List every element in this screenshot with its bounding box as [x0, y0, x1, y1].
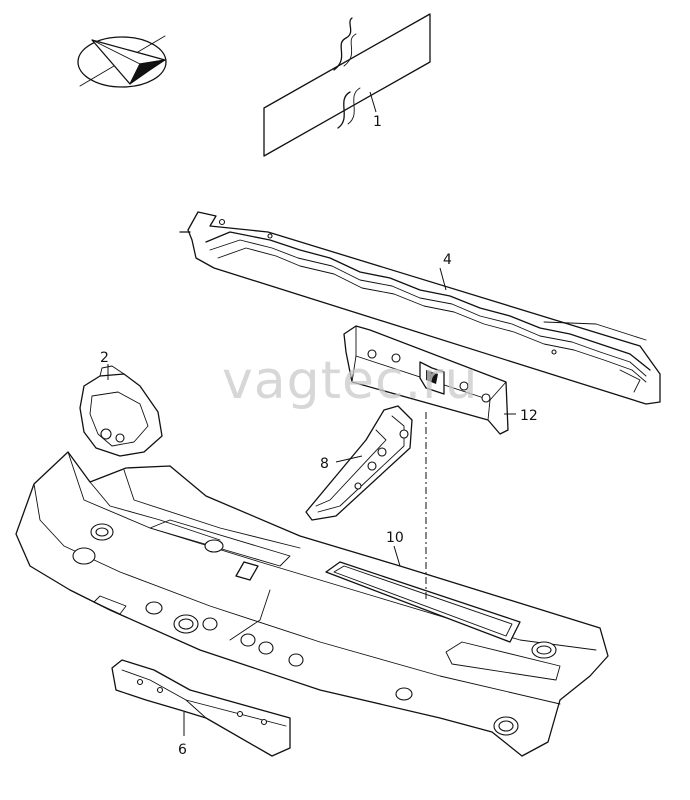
- paper-plane-icon: [77, 35, 167, 88]
- callout-10: 10: [386, 530, 404, 546]
- callout-12: 12: [520, 408, 538, 424]
- callout-6: 6: [178, 742, 187, 758]
- part-1-sheet: [263, 13, 431, 157]
- callout-2: 2: [100, 350, 109, 366]
- part-6-cross-member: [111, 659, 291, 757]
- callout-8: 8: [320, 456, 329, 472]
- watermark: vagtec.ru: [222, 351, 478, 411]
- part-12-bracket: [343, 325, 516, 435]
- part-4-member: [179, 211, 661, 405]
- callout-1: 1: [373, 114, 382, 130]
- part-2-wheel-housing: [79, 364, 163, 457]
- callout-4: 4: [443, 252, 452, 268]
- part-8-reinforcement: [305, 405, 413, 521]
- part-10-floor-panel: [15, 451, 609, 757]
